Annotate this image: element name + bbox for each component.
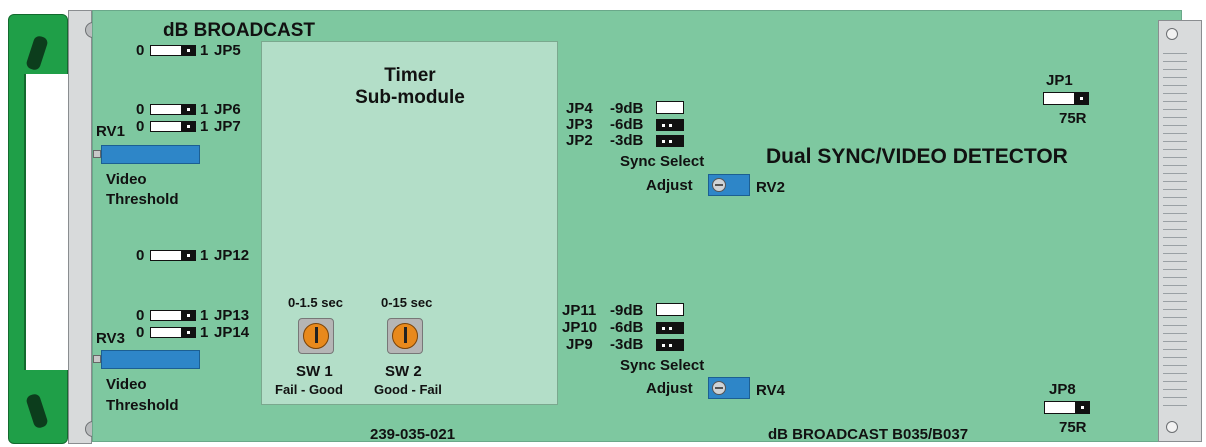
jumper-jp4[interactable] <box>656 101 684 114</box>
jp14-one: 1 <box>200 324 209 341</box>
rv3-potentiometer[interactable] <box>101 350 200 369</box>
rv4-label: RV4 <box>756 382 785 399</box>
sw2-mode: Good - Fail <box>374 382 442 397</box>
board-model: dB BROADCAST B035/B037 <box>768 426 969 443</box>
jumper-jp13[interactable] <box>150 310 196 321</box>
jp7-zero: 0 <box>136 118 145 135</box>
jp13-one: 1 <box>200 307 209 324</box>
submodule-title: Timer <box>384 65 436 86</box>
jumper-jp5[interactable] <box>150 45 196 56</box>
rv4-screw-icon <box>712 381 726 395</box>
jumper-jp10[interactable] <box>656 322 684 334</box>
sync-lower-value-0: -9dB <box>610 302 644 319</box>
sync-lower-id-0: JP11 <box>562 302 597 319</box>
sw1-range: 0-1.5 sec <box>288 295 343 310</box>
sync-upper-value-0: -9dB <box>610 100 644 117</box>
video-threshold-lower-line2: Threshold <box>106 397 179 414</box>
sw1-rotary-switch[interactable] <box>298 318 334 354</box>
sync-upper-caption: Sync Select <box>620 153 705 170</box>
sw1-name: SW 1 <box>296 363 333 380</box>
jumper-jp1[interactable] <box>1043 92 1089 105</box>
maker-label-top: dB BROADCAST <box>163 20 315 41</box>
jp5-label: JP5 <box>214 42 241 59</box>
video-threshold-lower-line1: Video <box>106 376 147 393</box>
jp13-label: JP13 <box>214 307 250 324</box>
jp8-label: JP8 <box>1049 381 1076 398</box>
jp6-label: JP6 <box>214 101 241 118</box>
rv1-pin <box>93 150 101 158</box>
jp6-one: 1 <box>200 101 209 118</box>
jumper-jp11[interactable] <box>656 303 684 316</box>
sync-lower-id-1: JP10 <box>562 319 598 336</box>
front-panel <box>68 10 92 444</box>
jp7-label: JP7 <box>214 118 241 135</box>
jp12-one: 1 <box>200 247 209 264</box>
jumper-jp8[interactable] <box>1044 401 1090 414</box>
sync-upper-id-2: JP2 <box>566 132 593 149</box>
jp12-label: JP12 <box>214 247 250 264</box>
jumper-jp6[interactable] <box>150 104 196 115</box>
jp14-zero: 0 <box>136 324 145 341</box>
sync-upper-adjust: Adjust <box>646 177 693 194</box>
connector-hole-bottom <box>1166 421 1178 433</box>
rv3-pin <box>93 355 101 363</box>
sw2-range: 0-15 sec <box>381 295 433 310</box>
ejector-handle[interactable] <box>8 14 68 444</box>
video-threshold-upper-line2: Threshold <box>106 191 179 208</box>
rv2-label: RV2 <box>756 179 785 196</box>
edge-connector <box>1158 20 1202 442</box>
video-threshold-upper-line1: Video <box>106 171 147 188</box>
sync-lower-id-2: JP9 <box>566 336 593 353</box>
connector-hole-top <box>1166 28 1178 40</box>
jumper-jp7[interactable] <box>150 121 196 132</box>
jp1-termination: 75R <box>1059 110 1087 127</box>
jp5-one: 1 <box>200 42 209 59</box>
sync-upper-id-0: JP4 <box>566 100 593 117</box>
sync-lower-adjust: Adjust <box>646 380 693 397</box>
sync-lower-value-2: -3dB <box>610 336 644 353</box>
sync-lower-value-1: -6dB <box>610 319 644 336</box>
jp8-termination: 75R <box>1059 419 1087 436</box>
jp6-zero: 0 <box>136 101 145 118</box>
connector-pins <box>1163 53 1187 413</box>
submodule-subtitle: Sub-module <box>355 87 465 108</box>
jp12-zero: 0 <box>136 247 145 264</box>
jp1-label: JP1 <box>1046 72 1073 89</box>
jumper-jp9[interactable] <box>656 339 684 351</box>
jp13-zero: 0 <box>136 307 145 324</box>
sync-upper-id-1: JP3 <box>566 116 593 133</box>
jp14-label: JP14 <box>214 324 250 341</box>
sw2-rotary-switch[interactable] <box>387 318 423 354</box>
jumper-jp14[interactable] <box>150 327 196 338</box>
jp5-zero: 0 <box>136 42 145 59</box>
jumper-jp3[interactable] <box>656 119 684 131</box>
ejector-cutout <box>24 74 68 370</box>
rv3-label: RV3 <box>96 330 125 347</box>
rv2-screw-icon <box>712 178 726 192</box>
board-title: Dual SYNC/VIDEO DETECTOR <box>766 145 1068 168</box>
jumper-jp2[interactable] <box>656 135 684 147</box>
sync-upper-value-1: -6dB <box>610 116 644 133</box>
jumper-jp12[interactable] <box>150 250 196 261</box>
part-number: 239-035-021 <box>370 426 456 443</box>
sw2-name: SW 2 <box>385 363 422 380</box>
jp7-one: 1 <box>200 118 209 135</box>
pcb-board <box>92 10 1182 442</box>
sync-lower-caption: Sync Select <box>620 357 705 374</box>
sw1-mode: Fail - Good <box>275 382 343 397</box>
rv1-label: RV1 <box>96 123 125 140</box>
sync-upper-value-2: -3dB <box>610 132 644 149</box>
rv1-potentiometer[interactable] <box>101 145 200 164</box>
